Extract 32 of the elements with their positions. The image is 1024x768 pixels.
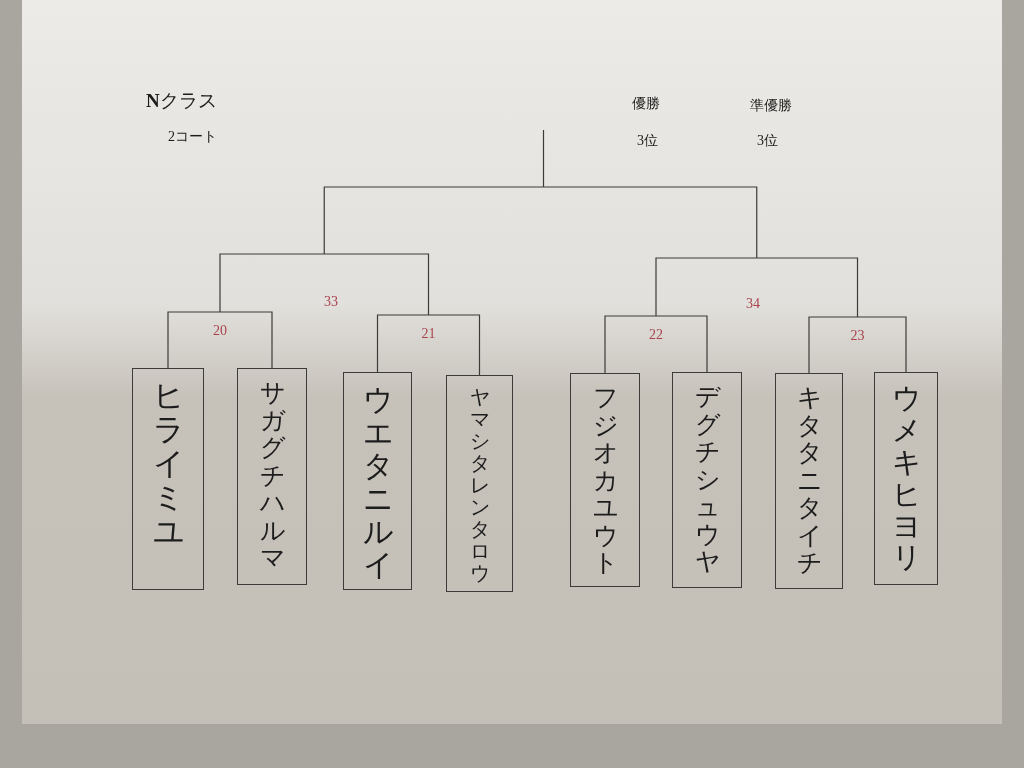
rank-label: 優勝: [632, 96, 660, 113]
title: Nクラス: [146, 90, 217, 113]
player-name-box: [237, 368, 307, 585]
player-name: ウエタニルイ: [362, 383, 393, 581]
player-name-box: [132, 368, 204, 590]
player-name-box: [672, 372, 742, 588]
player-name: ヤマシタレンタロウ: [469, 386, 490, 584]
match-number: 20: [213, 323, 227, 340]
rank-label: 3位: [637, 133, 658, 150]
player-name-box: [343, 372, 412, 590]
player-name: ウメキヒヨリ: [891, 383, 921, 575]
rank-label: 準優勝: [750, 98, 792, 115]
match-number: 34: [746, 296, 760, 313]
match-number: 33: [324, 294, 338, 311]
player-name: フジオカユウト: [592, 384, 618, 577]
court-label: 2コート: [168, 129, 217, 146]
match-number: 23: [850, 328, 865, 345]
player-name-box: [570, 373, 640, 587]
player-name-box: [446, 375, 513, 592]
bracket-line: [604, 315, 708, 374]
match-number: 21: [421, 326, 436, 343]
match-number: 22: [649, 327, 663, 344]
player-name-box: [874, 372, 938, 585]
bracket-line: [808, 316, 907, 374]
player-name: デグチシュウヤ: [694, 383, 720, 576]
bracket-line: [167, 311, 273, 369]
bracket-line: [376, 314, 481, 376]
rank-label: 3位: [757, 133, 778, 150]
player-name-box: [775, 373, 843, 589]
player-name: ヒライミユ: [152, 379, 184, 550]
player-name: サガグチハルマ: [259, 379, 285, 572]
player-name: キタタニタイチ: [796, 384, 822, 577]
